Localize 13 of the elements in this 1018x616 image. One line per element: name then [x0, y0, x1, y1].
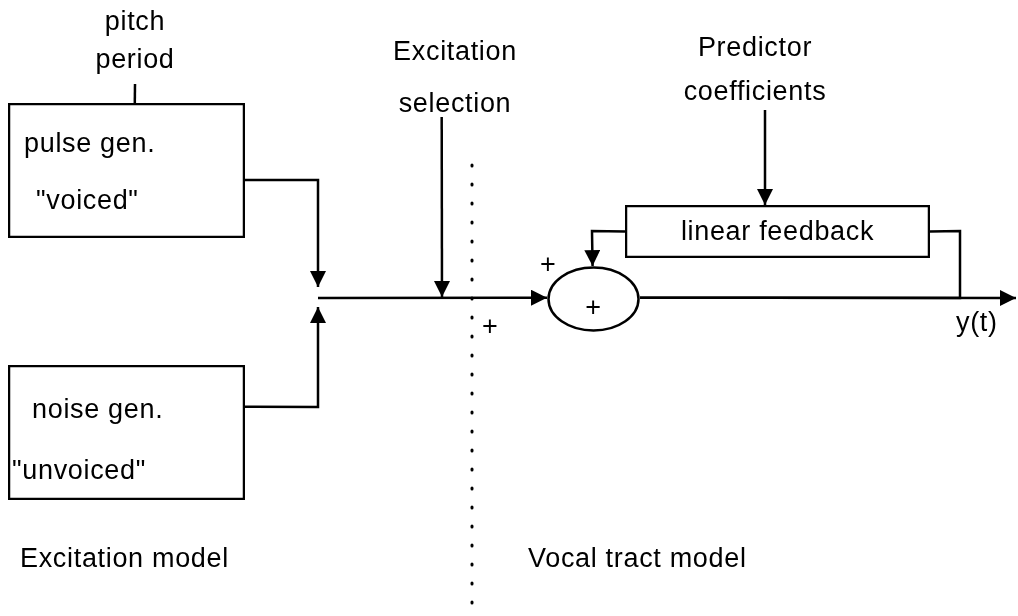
- generator-box: pulse gen. "voiced": [8, 103, 245, 238]
- arrow: [584, 229, 625, 267]
- arrow: [433, 117, 450, 297]
- signal-label: y(t): [956, 306, 998, 339]
- feedback-box: linear feedback: [625, 205, 930, 258]
- arrow: [318, 289, 547, 306]
- generator-box: noise gen. "unvoiced": [8, 365, 245, 500]
- section-label: Vocal tract model: [528, 542, 747, 575]
- arrow: [245, 178, 326, 287]
- arrow: [757, 110, 773, 205]
- arrow: [245, 307, 326, 409]
- sign-label: +: [482, 310, 499, 343]
- section-label: Excitation model: [20, 542, 229, 575]
